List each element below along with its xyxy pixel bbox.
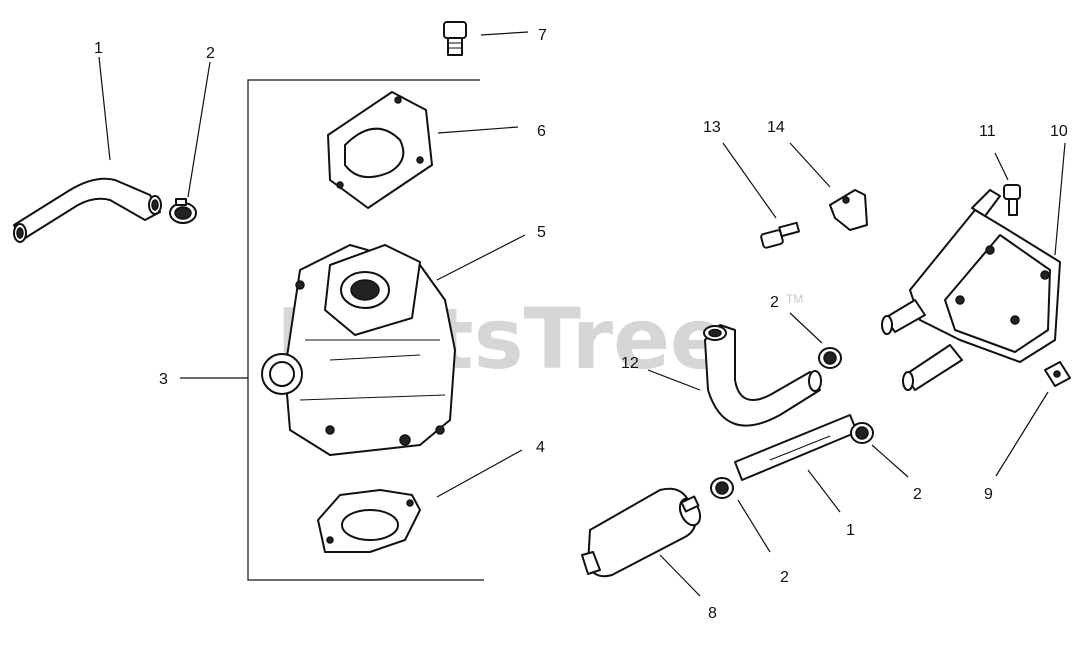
leader-8 <box>659 554 701 597</box>
screw <box>760 221 800 249</box>
callout-12: 12 <box>621 355 639 372</box>
bolt <box>443 21 467 56</box>
bracket-clip <box>829 189 868 231</box>
callout-2-b: 2 <box>913 486 922 503</box>
callout-3: 3 <box>159 371 168 388</box>
callout-13: 13 <box>703 119 721 136</box>
fuel-hose-left <box>13 177 162 243</box>
hose-clamp-b <box>850 422 874 444</box>
hose-clamp-left <box>169 198 197 224</box>
callout-1-left: 1 <box>94 40 103 57</box>
fuel-filter <box>581 487 702 578</box>
leader-2-b <box>871 444 909 478</box>
callout-9: 9 <box>984 486 993 503</box>
leader-6 <box>437 126 519 134</box>
callout-2-left: 2 <box>206 45 215 62</box>
gasket-lower <box>317 489 421 553</box>
hose-clamp-a <box>818 347 842 369</box>
leader-2-c <box>737 499 771 553</box>
callout-4: 4 <box>536 439 545 456</box>
leader-1-left <box>98 56 111 161</box>
pump-screw <box>1003 184 1021 216</box>
leader-9 <box>995 391 1049 477</box>
leader-1-right <box>807 469 841 513</box>
leader-2-a <box>789 312 823 344</box>
fuel-pump <box>881 189 1061 391</box>
callout-10: 10 <box>1050 123 1068 140</box>
fitting <box>1044 361 1071 387</box>
callout-11: 11 <box>979 123 996 140</box>
leader-5 <box>436 234 526 281</box>
callout-14: 14 <box>767 119 785 136</box>
callout-1-right: 1 <box>846 522 855 539</box>
leader-10 <box>1054 142 1066 256</box>
leader-2-left <box>187 61 211 198</box>
carburetor <box>261 244 456 456</box>
callout-7: 7 <box>538 27 547 44</box>
elbow-hose <box>703 324 822 427</box>
gasket-upper <box>327 91 433 209</box>
assembly-bracket <box>180 79 484 581</box>
leader-4 <box>436 449 523 498</box>
hose-clamp-c <box>710 477 734 499</box>
callout-2-c: 2 <box>780 569 789 586</box>
leader-7 <box>480 31 529 36</box>
leader-12 <box>647 369 701 391</box>
callout-2-a: 2 <box>770 294 779 311</box>
leader-13 <box>722 142 777 219</box>
callout-6: 6 <box>537 123 546 140</box>
callout-8: 8 <box>708 605 717 622</box>
callout-5: 5 <box>537 224 546 241</box>
trademark-mark: TM <box>786 292 803 306</box>
leader-14 <box>789 142 831 188</box>
leader-11 <box>994 152 1009 181</box>
